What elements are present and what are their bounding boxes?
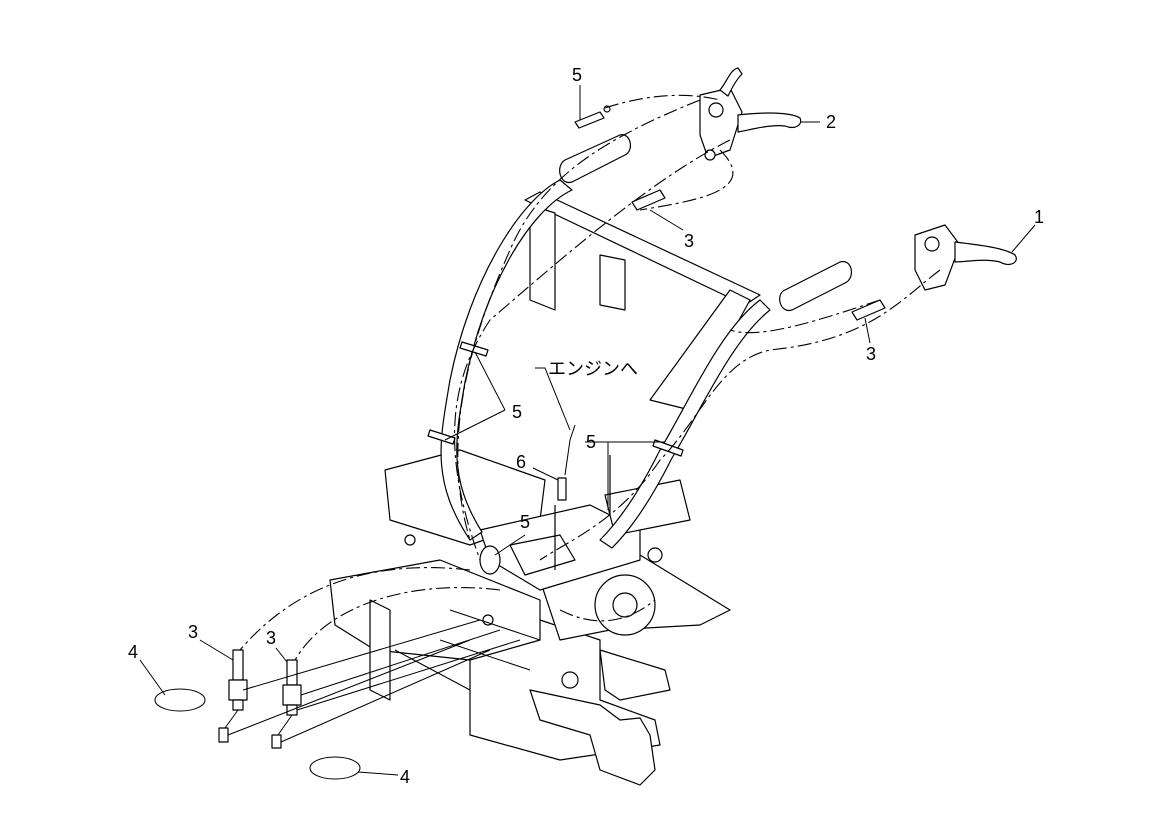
to-engine-note: エンジンへ [548, 359, 638, 380]
callout-4-bottom: 4 [400, 767, 410, 787]
control-cables [239, 94, 941, 661]
handlebar-frame [427, 67, 1017, 575]
callout-1: 1 [1034, 207, 1044, 227]
callout-5-top: 5 [572, 65, 582, 85]
callout-3-upper-right: 3 [866, 344, 876, 364]
callout-2: 2 [826, 112, 836, 132]
callout-5-middle-right: 5 [586, 432, 596, 452]
callout-5-lower: 5 [520, 512, 530, 532]
callout-3-upper-left: 3 [684, 231, 694, 251]
callout-4-left: 4 [128, 642, 138, 662]
leader-lines [139, 85, 1036, 776]
chassis-frame [329, 449, 731, 786]
callout-labels: 1 2 3 3 3 3 4 4 5 5 5 5 6 エンジンへ [128, 65, 1044, 787]
lower-cable-ends [154, 619, 521, 780]
callout-3-lower-left: 3 [188, 622, 198, 642]
callout-5-middle-left: 5 [512, 402, 522, 422]
callout-3-lower-right: 3 [266, 628, 276, 648]
callout-6: 6 [516, 452, 526, 472]
